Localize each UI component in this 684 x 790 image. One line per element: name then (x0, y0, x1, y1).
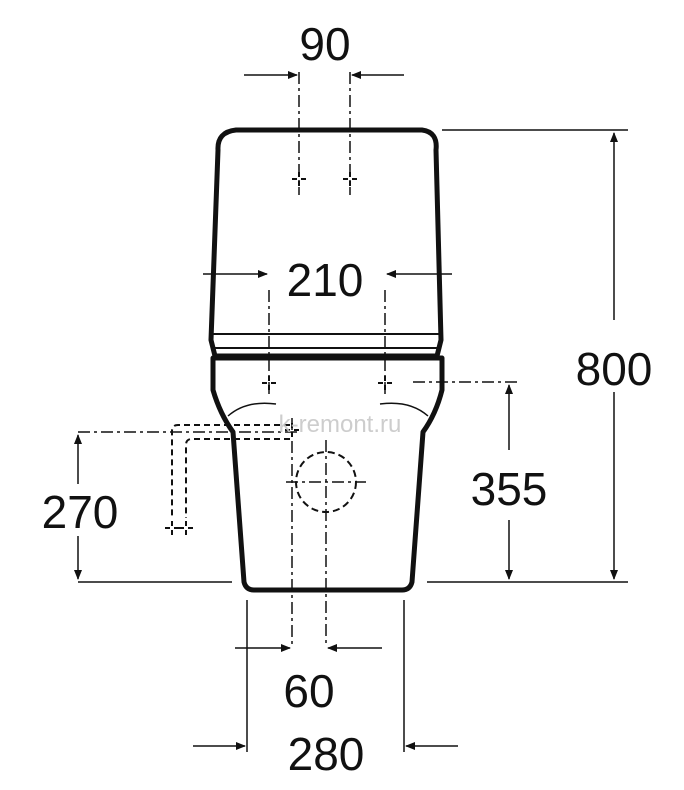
dim-label-outlet-offset: 60 (283, 665, 334, 717)
tank-outline (208, 127, 444, 359)
watermark: k-remont.ru (279, 411, 402, 438)
fixing-hole-marker (285, 423, 299, 437)
fixing-hole-marker (262, 376, 276, 390)
fixing-hole-marker (343, 172, 357, 186)
fixing-hole-marker (378, 376, 392, 390)
floor-outlet-circle (295, 451, 357, 513)
dim-label-tank-holes: 210 (287, 254, 364, 306)
dim-label-side-outlet-height: 270 (42, 486, 119, 538)
side-outlet-pipe (171, 424, 290, 518)
fixing-hole-markers (165, 172, 392, 535)
extension-lines (78, 129, 628, 752)
fixing-hole-marker (292, 172, 306, 186)
fixing-hole-marker (165, 521, 179, 535)
bowl-outline (210, 355, 445, 593)
dim-label-total-height: 800 (576, 343, 653, 395)
bowl-shoulder-curves (227, 402, 429, 417)
tank-lid-band (213, 333, 441, 349)
dim-label-outlet-height: 355 (471, 463, 548, 515)
dimension-arrows (74, 71, 618, 750)
dim-label-top-holes: 90 (299, 18, 350, 70)
fixing-hole-marker (179, 521, 193, 535)
dim-label-base-width: 280 (288, 728, 365, 780)
